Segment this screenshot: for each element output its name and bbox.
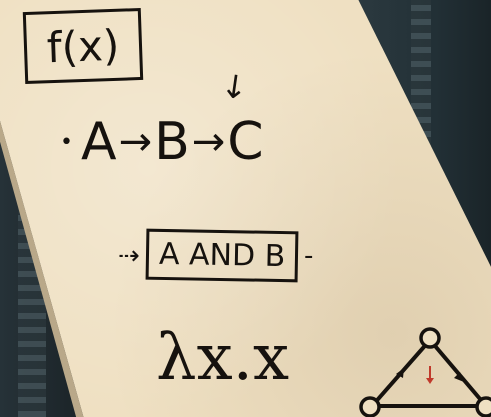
flow-node-b: B xyxy=(154,112,190,172)
triangle-node-top xyxy=(419,327,441,349)
function-label: f(x) xyxy=(45,20,121,72)
flow-lead-dot: • xyxy=(60,129,73,155)
edge-arrowhead-right xyxy=(454,372,464,382)
and-gate-box: A AND B xyxy=(145,228,299,283)
tick-mark: ↓ xyxy=(218,66,251,108)
triangle-edge-right xyxy=(428,338,488,408)
output-dash: - xyxy=(304,240,314,271)
triangle-node-left xyxy=(359,396,381,417)
lambda-expression: λx.x xyxy=(156,321,290,395)
flow-node-c: C xyxy=(227,112,264,172)
edge-arrowhead-left xyxy=(396,368,404,378)
input-arrow-icon: ⇢ xyxy=(118,240,140,271)
flow-arrow-icon: → xyxy=(118,119,153,165)
center-arrowhead xyxy=(426,378,434,384)
flow-arrow-icon: → xyxy=(191,119,226,165)
flow-diagram: • A → B → C xyxy=(60,116,264,168)
triangle-graph-icon xyxy=(359,327,491,417)
and-gate-row: ⇢ A AND B - xyxy=(112,228,319,283)
flow-node-a: A xyxy=(80,112,117,172)
triangle-node-right xyxy=(475,396,491,417)
function-box: f(x) xyxy=(22,7,144,85)
